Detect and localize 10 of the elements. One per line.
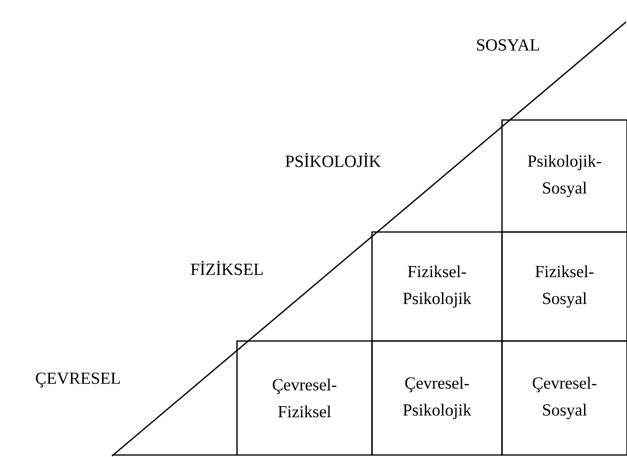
axis-label: ÇEVRESEL	[36, 372, 120, 388]
matrix-cell: Fiziksel- Sosyal	[501, 231, 627, 342]
axis-label: PSİKOLOJİK	[286, 152, 381, 168]
axis-label: SOSYAL	[477, 39, 539, 51]
matrix-cell: Çevresel- Psikolojik	[371, 340, 503, 456]
matrix-cell: Çevresel- Fiziksel	[236, 340, 373, 456]
axis-label: FİZİKSEL	[190, 260, 263, 276]
matrix-cell: Psikolojik- Sosyal	[501, 119, 627, 233]
matrix-cell: Fiziksel- Psikolojik	[371, 231, 503, 342]
matrix-cell: Çevresel- Sosyal	[501, 340, 627, 456]
